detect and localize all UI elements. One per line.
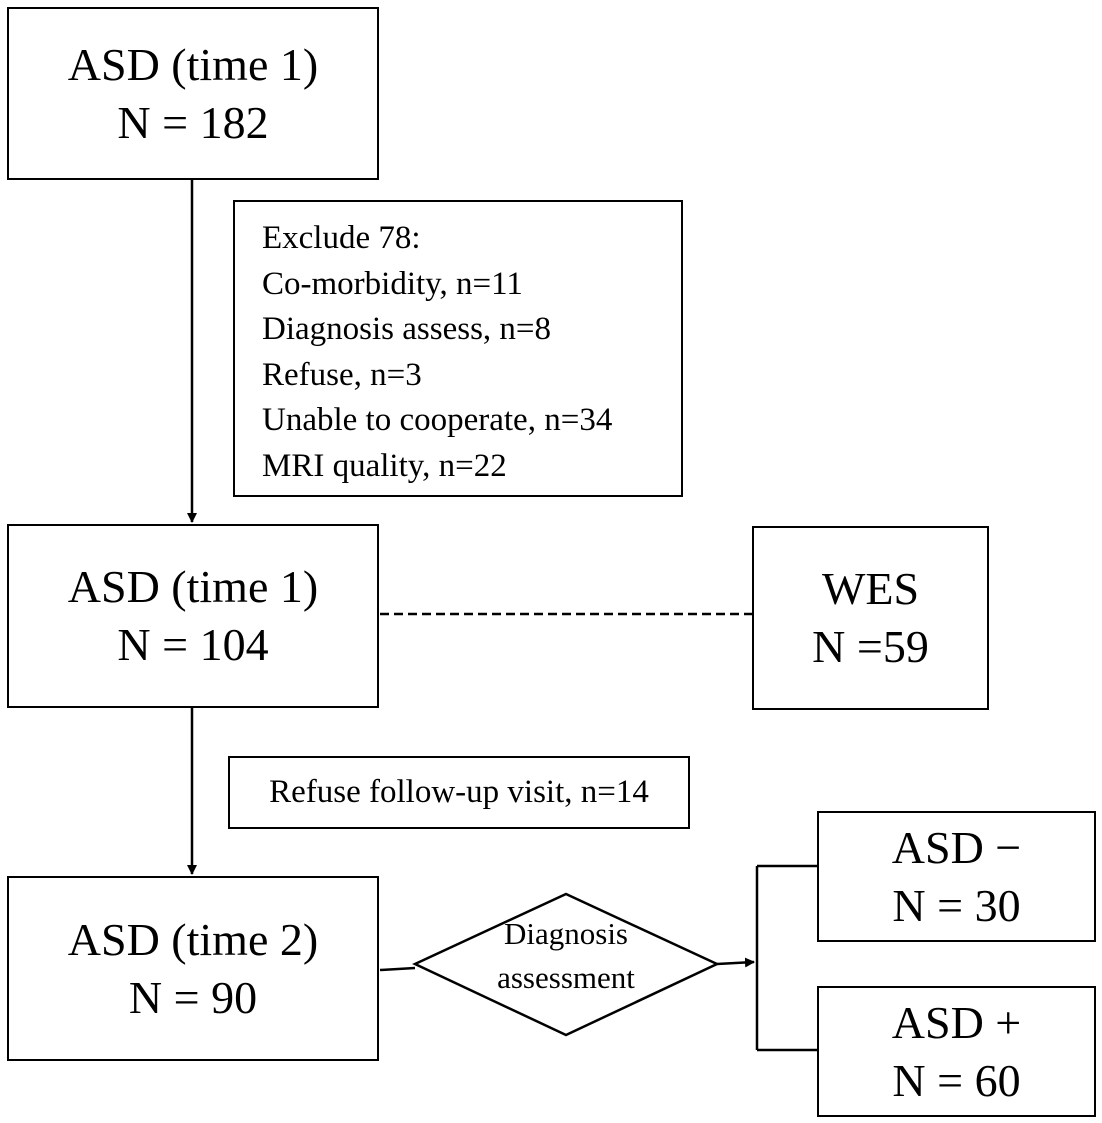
asd-negative-box: ASD − N = 30 [817,811,1096,942]
asd-positive-box: ASD + N = 60 [817,986,1096,1117]
exclusions-box: Exclude 78: Co-morbidity, n=11 Diagnosis… [233,200,683,497]
asd-time1-included-label: ASD (time 1) [67,561,319,612]
decision-label-line2: assessment [497,960,635,995]
asd-positive-count: N = 60 [892,1054,1021,1106]
exclusion-item: Diagnosis assess, n=8 [262,311,552,347]
decision-diamond [412,892,720,1037]
exclusion-item: Refuse, n=3 [262,356,422,393]
asd-time1-included-count: N = 104 [117,619,269,670]
exclusion-item: Unable to cooperate, n=34 [262,402,613,438]
asd-time1-initial-box: ASD (time 1) N = 182 [7,7,379,180]
asd-time2-label: ASD (time 2) [67,913,319,965]
asd-time1-initial-count: N = 182 [117,96,269,148]
exclusion-item: MRI quality, n=22 [262,447,507,484]
asd-time2-box: ASD (time 2) N = 90 [7,876,379,1061]
wes-count: N =59 [812,621,929,672]
arrow-decision-to-bracket [716,957,755,968]
asd-time1-initial-label: ASD (time 1) [67,38,319,90]
refuse-followup-box: Refuse follow-up visit, n=14 [228,756,690,829]
wes-label: WES [821,563,920,614]
refuse-followup-text: Refuse follow-up visit, n=14 [269,774,649,810]
wes-box: WES N =59 [752,526,989,710]
asd-time1-included-box: ASD (time 1) N = 104 [7,524,379,708]
asd-negative-label: ASD − [891,821,1022,873]
exclusion-item: Co-morbidity, n=11 [262,265,523,302]
exclusions-title: Exclude 78: [262,220,421,256]
asd-time2-count: N = 90 [128,971,258,1023]
decision-label: Diagnosis assessment [415,912,717,1000]
line-time2-to-decision [379,966,416,972]
asd-negative-count: N = 30 [892,879,1021,931]
asd-positive-label: ASD + [891,996,1022,1048]
decision-label-line1: Diagnosis [504,916,628,951]
